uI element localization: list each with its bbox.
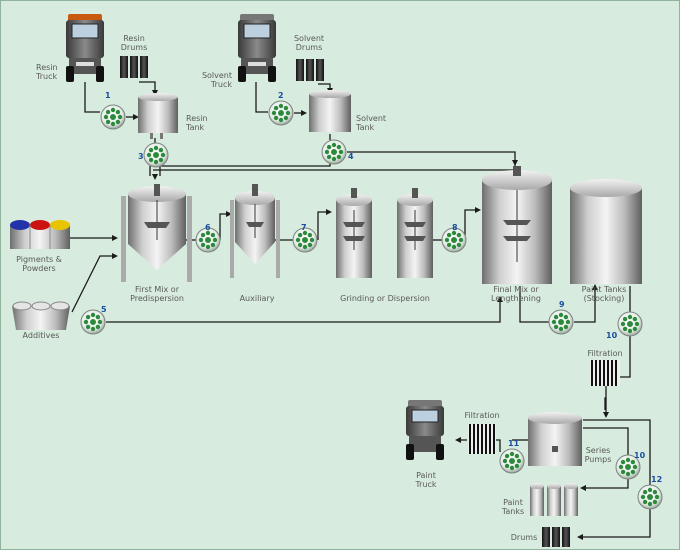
paint-truck xyxy=(406,400,444,460)
filtration-label-2: Filtration xyxy=(464,411,499,420)
resin-truck xyxy=(66,14,104,82)
labels: Resin Truck Resin Drums Resin Tank Solve… xyxy=(16,34,626,542)
series-tank xyxy=(528,412,582,466)
paint-tanks-stocking-vessel xyxy=(570,179,642,284)
pump-7-icon xyxy=(292,227,318,253)
resin-tank xyxy=(138,93,178,139)
resin-drums-label-1: Resin xyxy=(123,34,145,43)
pump-9-icon xyxy=(548,309,574,335)
paint-truck-label-1: Paint xyxy=(416,471,436,480)
auxiliary-label: Auxiliary xyxy=(240,294,275,303)
series-pumps-label-1: Series xyxy=(586,446,611,455)
pump-number-7: 7 xyxy=(301,223,307,232)
paint-tanks-label-1: Paint xyxy=(503,498,523,507)
grinding-vessel-1 xyxy=(336,188,372,278)
auxiliary-vessel xyxy=(230,184,280,278)
pigments-containers xyxy=(10,220,70,249)
pump-number-8: 8 xyxy=(452,223,458,232)
paint-tanks-label-2: Tanks xyxy=(501,507,524,516)
solvent-truck xyxy=(238,14,276,82)
pump-10a-icon xyxy=(617,311,643,337)
resin-tank-label-1: Resin xyxy=(186,114,208,123)
pump-10b-icon xyxy=(615,454,641,480)
resin-truck-label-1: Resin xyxy=(36,63,58,72)
solvent-drums-label-2: Drums xyxy=(296,43,322,52)
final-mix-vessel xyxy=(482,166,552,284)
resin-truck-label-2: Truck xyxy=(35,72,57,81)
pipes xyxy=(70,81,651,540)
solvent-drums xyxy=(296,59,324,81)
solvent-truck-label-2: Truck xyxy=(210,80,232,89)
resin-drums-label-2: Drums xyxy=(121,43,147,52)
pump-8-icon xyxy=(441,227,467,253)
solvent-tank-label-2: Tank xyxy=(355,123,375,132)
pump-number-10b: 10 xyxy=(634,451,646,460)
grinding-vessel-2 xyxy=(397,188,433,278)
pump-number-10a: 10 xyxy=(606,331,618,340)
additives-containers xyxy=(12,301,70,330)
pigments-label-1: Pigments & xyxy=(16,255,62,264)
pump-number-12: 12 xyxy=(651,475,662,484)
solvent-truck-label-1: Solvent xyxy=(202,71,232,80)
pump-3-icon xyxy=(143,142,169,168)
pump-2-icon xyxy=(268,100,294,126)
pump-number-5: 5 xyxy=(101,305,107,314)
pumps xyxy=(80,100,663,510)
pump-11-icon xyxy=(499,448,525,474)
pump-12-icon xyxy=(637,484,663,510)
pump-4-icon xyxy=(321,139,347,165)
first-mix-label-2: Predispersion xyxy=(130,294,184,303)
grinding-label: Grinding or Dispersion xyxy=(340,294,430,303)
paint-tanks-stocking-label-1: Paint Tanks xyxy=(582,285,627,294)
pump-number-6: 6 xyxy=(205,223,211,232)
output-drums xyxy=(542,527,570,547)
filtration-unit-2 xyxy=(468,424,496,454)
paint-tanks-small xyxy=(530,483,578,516)
pump-1-icon xyxy=(100,104,126,130)
filtration-unit-1 xyxy=(590,360,620,386)
resin-tank-label-2: Tank xyxy=(185,123,205,132)
pump-6-icon xyxy=(195,227,221,253)
pump-number-4: 4 xyxy=(348,152,354,161)
drums-label: Drums xyxy=(511,533,537,542)
resin-drums xyxy=(120,56,148,78)
final-mix-label-2: Lengthening xyxy=(491,294,541,303)
filtration-label-1: Filtration xyxy=(587,349,622,358)
pump-number-2: 2 xyxy=(278,91,284,100)
solvent-drums-label-1: Solvent xyxy=(294,34,324,43)
pigments-label-2: Powders xyxy=(22,264,55,273)
pump-number-9: 9 xyxy=(559,300,565,309)
first-mix-vessel xyxy=(121,184,192,282)
solvent-tank xyxy=(309,90,351,132)
pump-number-11: 11 xyxy=(508,439,520,448)
paint-tanks-stocking-label-2: (Stocking) xyxy=(584,294,625,303)
final-mix-label-1: Final Mix or xyxy=(493,285,539,294)
pump-number-3: 3 xyxy=(138,152,144,161)
series-pumps-label-2: Pumps xyxy=(585,455,612,464)
pump-numbers: 1 2 3 4 5 6 7 8 9 10 11 10 12 xyxy=(101,91,662,484)
solvent-tank-label-1: Solvent xyxy=(356,114,386,123)
first-mix-label-1: First Mix or xyxy=(135,285,180,294)
pump-5-icon xyxy=(80,309,106,335)
pump-number-1: 1 xyxy=(105,91,111,100)
paint-truck-label-2: Truck xyxy=(414,480,436,489)
additives-label: Additives xyxy=(23,331,60,340)
